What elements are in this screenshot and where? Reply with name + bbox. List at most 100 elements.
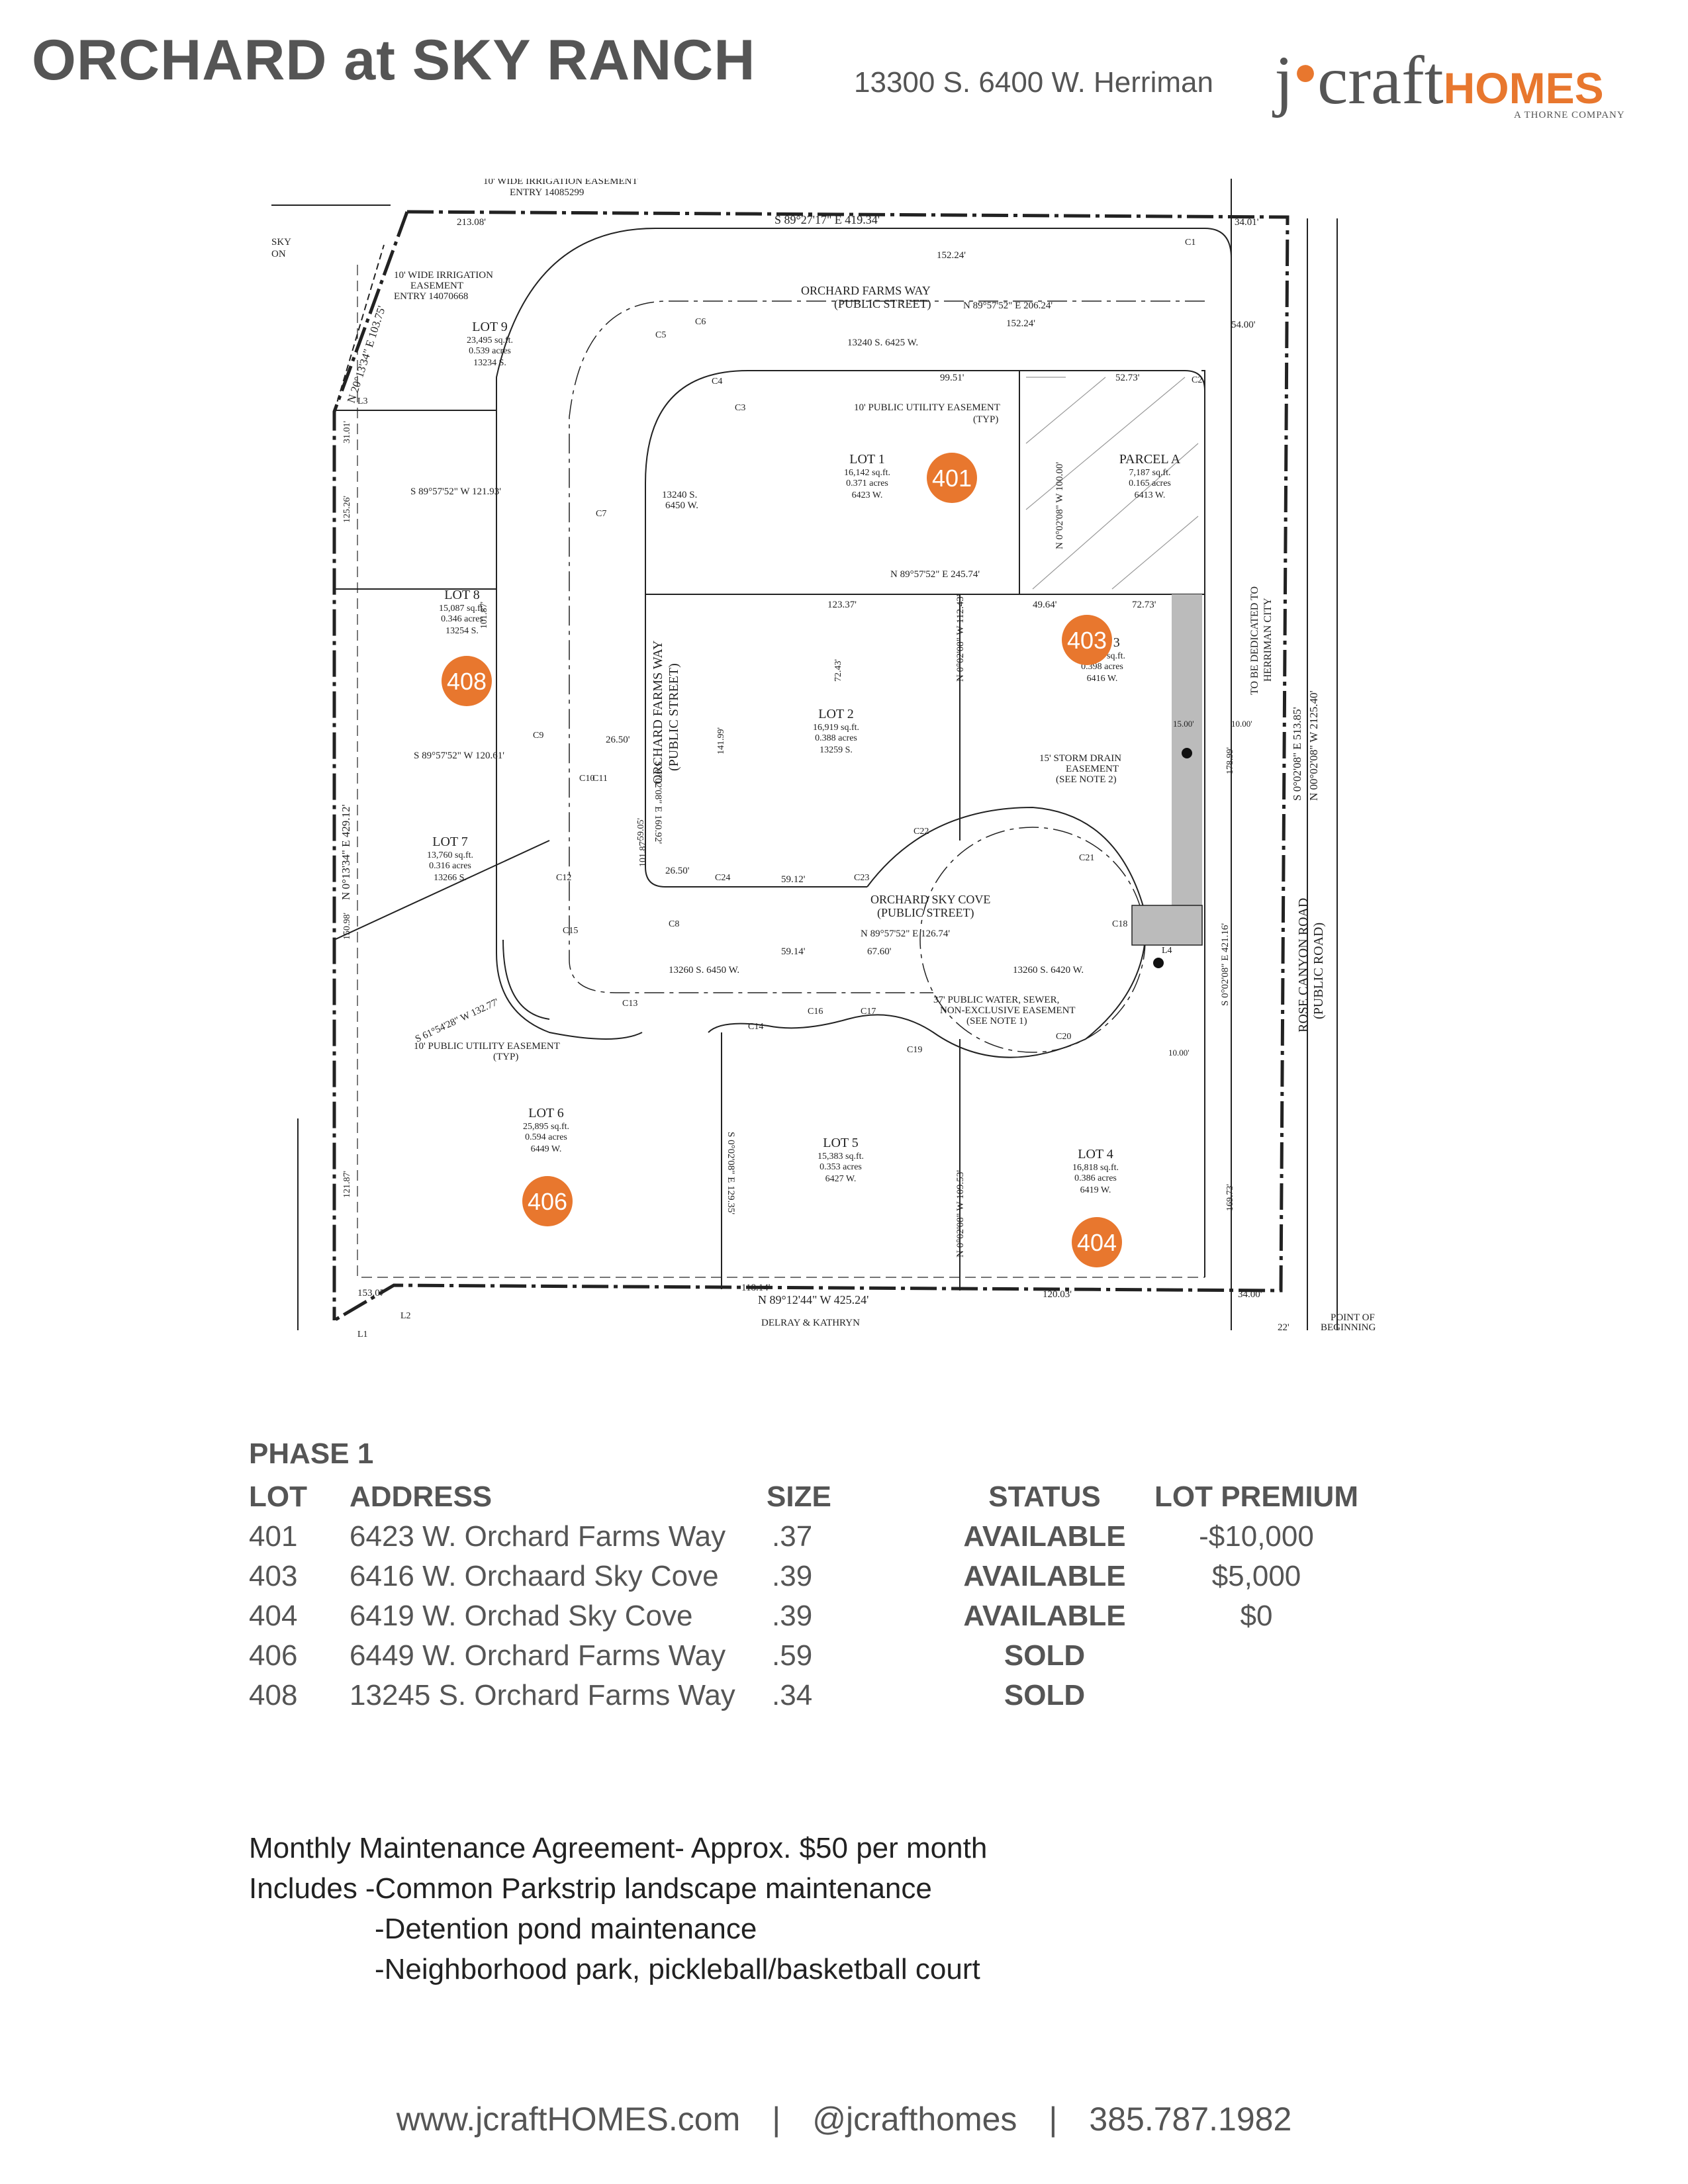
svg-text:S 61°54'28" W 132.77': S 61°54'28" W 132.77' <box>414 997 500 1045</box>
svg-text:34.00': 34.00' <box>1238 1289 1262 1300</box>
svg-text:123.37': 123.37' <box>827 600 857 610</box>
svg-text:16,919 sq.ft.: 16,919 sq.ft. <box>813 723 859 733</box>
svg-text:0.371 acres: 0.371 acres <box>846 478 888 488</box>
badge-408[interactable]: 408 <box>442 656 492 706</box>
maintenance-includes-row: Includes-Common Parkstrip landscape main… <box>249 1868 987 1909</box>
svg-text:25,895 sq.ft.: 25,895 sq.ft. <box>523 1122 569 1132</box>
badge-401[interactable]: 401 <box>927 453 977 503</box>
include-item-2: -Detention pond maintenance <box>375 1913 757 1945</box>
svg-text:C6: C6 <box>695 317 706 327</box>
maintenance-info: Monthly Maintenance Agreement- Approx. $… <box>249 1828 987 1989</box>
svg-text:0.594 acres: 0.594 acres <box>525 1132 567 1142</box>
svg-text:6416 W.: 6416 W. <box>1087 674 1118 684</box>
maintenance-line: Monthly Maintenance Agreement- Approx. $… <box>249 1832 988 1864</box>
svg-text:6450 W.: 6450 W. <box>665 500 698 511</box>
svg-text:C11: C11 <box>592 774 608 784</box>
header-premium: LOT PREMIUM <box>1154 1480 1358 1513</box>
footer-separator: | <box>1049 2101 1058 2138</box>
badge-406[interactable]: 406 <box>522 1176 573 1226</box>
svg-text:C19: C19 <box>907 1045 922 1055</box>
svg-text:C20: C20 <box>1056 1032 1071 1042</box>
svg-text:LOT 7: LOT 7 <box>432 835 468 849</box>
svg-text:S 0°02'08" E 513.85': S 0°02'08" E 513.85' <box>1291 707 1303 801</box>
svg-text:N 0°02'08" W 109.53': N 0°02'08" W 109.53' <box>955 1170 966 1257</box>
svg-text:POINT OF: POINT OF <box>1331 1312 1375 1323</box>
phone-number[interactable]: 385.787.1982 <box>1089 2101 1292 2138</box>
svg-text:C3: C3 <box>735 403 745 413</box>
street-edge-inner <box>645 370 1205 867</box>
footer: www.jcraftHOMES.com|@jcrafthomes|385.787… <box>0 2100 1688 2138</box>
svg-text:120.03': 120.03' <box>1043 1289 1072 1300</box>
lot-badges: 401 403 404 406 408 <box>442 453 1122 1267</box>
table-row: 401 6423 W. Orchard Farms Way .37 AVAILA… <box>249 1517 1362 1557</box>
cell-premium: $5,000 <box>1211 1560 1301 1592</box>
cell-status: AVAILABLE <box>963 1520 1126 1553</box>
svg-text:23,495 sq.ft.: 23,495 sq.ft. <box>467 336 513 345</box>
svg-text:LOT 4: LOT 4 <box>1078 1147 1113 1161</box>
svg-text:DELRAY & KATHRYN: DELRAY & KATHRYN <box>761 1318 860 1328</box>
cell-size: .39 <box>772 1560 813 1592</box>
svg-text:16,142 sq.ft.: 16,142 sq.ft. <box>844 468 890 478</box>
svg-text:67.60': 67.60' <box>867 946 892 957</box>
svg-text:0.539 acres: 0.539 acres <box>469 346 511 356</box>
svg-text:EASEMENT: EASEMENT <box>410 281 463 291</box>
svg-text:118.14': 118.14' <box>741 1283 771 1293</box>
svg-text:31.01': 31.01' <box>342 421 352 443</box>
logo-tagline: A THORNE COMPANY <box>1514 110 1625 120</box>
svg-text:49.64': 49.64' <box>1033 600 1057 610</box>
svg-text:(PUBLIC ROAD): (PUBLIC ROAD) <box>1311 923 1326 1019</box>
cell-premium: -$10,000 <box>1199 1520 1314 1553</box>
svg-text:403: 403 <box>1067 627 1107 654</box>
svg-text:7,187 sq.ft.: 7,187 sq.ft. <box>1129 468 1171 478</box>
logo-j: j <box>1274 42 1293 118</box>
social-handle[interactable]: @jcrafthomes <box>812 2101 1017 2138</box>
svg-text:0.165 acres: 0.165 acres <box>1129 478 1171 488</box>
table-header-row: LOT ADDRESS SIZE STATUS LOT PREMIUM <box>249 1477 1362 1517</box>
table-row: 408 13245 S. Orchard Farms Way .34 SOLD <box>249 1676 1362 1715</box>
cell-size: .59 <box>772 1639 813 1672</box>
svg-text:LOT 6: LOT 6 <box>528 1106 564 1120</box>
svg-text:72.43': 72.43' <box>833 659 843 682</box>
svg-text:125.26': 125.26' <box>342 496 352 523</box>
svg-text:6449 W.: 6449 W. <box>531 1144 562 1154</box>
svg-text:L3: L3 <box>357 396 368 406</box>
header-lot: LOT <box>249 1480 307 1513</box>
cell-address: 6416 W. Orchaard Sky Cove <box>350 1560 719 1592</box>
cell-size: .34 <box>772 1679 813 1711</box>
lot-table: LOT ADDRESS SIZE STATUS LOT PREMIUM 401 … <box>249 1477 1362 1715</box>
svg-text:NON-EXCLUSIVE EASEMENT: NON-EXCLUSIVE EASEMENT <box>940 1005 1076 1016</box>
svg-text:13266 S.: 13266 S. <box>434 873 467 883</box>
header-status: STATUS <box>988 1480 1101 1513</box>
svg-text:C15: C15 <box>563 926 578 936</box>
svg-text:S 0°02'08" E 129.35': S 0°02'08" E 129.35' <box>726 1132 736 1214</box>
svg-text:C8: C8 <box>669 919 679 929</box>
svg-text:152.24': 152.24' <box>937 250 966 261</box>
cell-premium <box>1150 1676 1362 1715</box>
plat-map: 10' WIDE IRRIGATION EASEMENT ENTRY 14085… <box>271 179 1376 1340</box>
svg-text:ROSE CANYON ROAD: ROSE CANYON ROAD <box>1296 898 1311 1032</box>
svg-text:C23: C23 <box>854 873 869 883</box>
logo-dot-icon: ● <box>1293 49 1318 93</box>
svg-text:L2: L2 <box>400 1311 411 1321</box>
svg-text:C9: C9 <box>533 731 543 741</box>
cell-status: SOLD <box>1004 1679 1086 1711</box>
website-link[interactable]: www.jcraftHOMES.com <box>396 2101 741 2138</box>
svg-text:213.08': 213.08' <box>457 217 486 228</box>
svg-text:C10: C10 <box>579 774 594 784</box>
svg-text:C13: C13 <box>622 999 637 1009</box>
badge-403[interactable]: 403 <box>1062 615 1112 665</box>
cell-address: 6423 W. Orchard Farms Way <box>350 1520 726 1553</box>
svg-text:408: 408 <box>447 668 487 695</box>
svg-text:C1: C1 <box>1185 238 1196 248</box>
svg-text:10' WIDE IRRIGATION: 10' WIDE IRRIGATION <box>394 270 493 281</box>
svg-text:(PUBLIC STREET): (PUBLIC STREET) <box>877 906 974 920</box>
svg-text:121.87': 121.87' <box>342 1171 352 1198</box>
svg-text:13259 S.: 13259 S. <box>820 745 853 755</box>
svg-text:S 0°02'08" E 160.92': S 0°02'08" E 160.92' <box>653 761 663 844</box>
cell-premium: $0 <box>1240 1600 1273 1632</box>
svg-text:13260 S. 6450 W.: 13260 S. 6450 W. <box>669 965 739 976</box>
svg-text:(SEE NOTE 1): (SEE NOTE 1) <box>966 1016 1027 1026</box>
badge-404[interactable]: 404 <box>1072 1217 1122 1267</box>
svg-text:C4: C4 <box>712 377 722 387</box>
header-size: SIZE <box>767 1480 831 1513</box>
